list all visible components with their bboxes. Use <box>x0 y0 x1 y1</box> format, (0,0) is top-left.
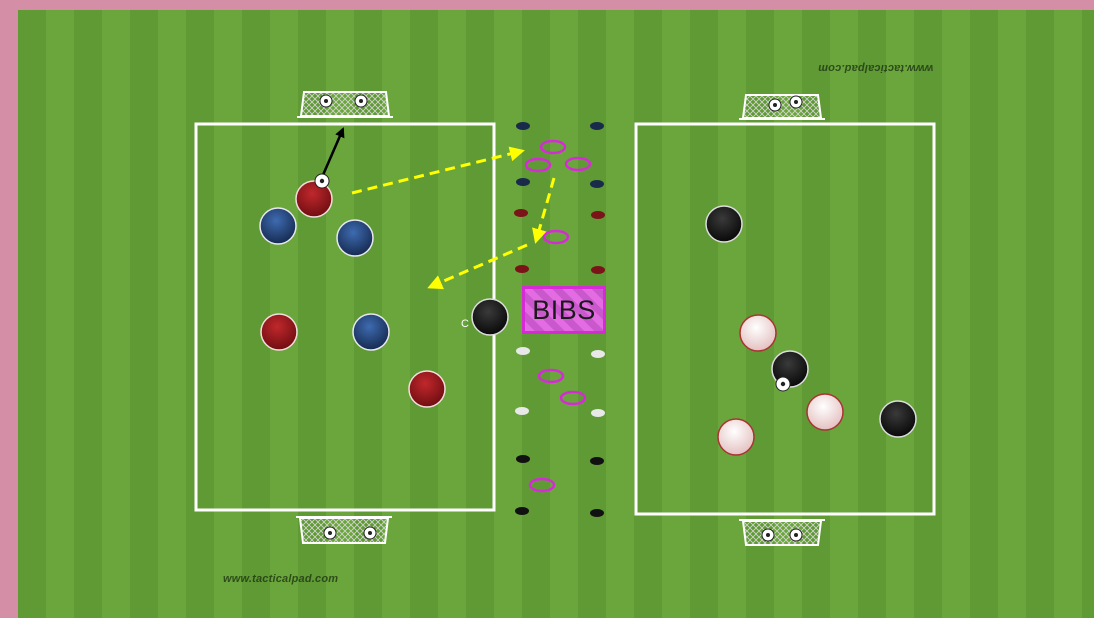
right-area-boundary <box>636 124 934 514</box>
goal-icon <box>739 95 825 119</box>
cone-icon <box>515 507 529 515</box>
player-blue <box>260 208 296 244</box>
cone-icon <box>591 409 605 417</box>
player-white <box>740 315 776 351</box>
cone-icon <box>516 122 530 130</box>
cone-icon <box>590 457 604 465</box>
goal-icon <box>296 517 392 543</box>
goal-icon <box>297 92 393 117</box>
shot-arrow <box>323 129 343 175</box>
ring-icon <box>530 479 554 491</box>
cone-icon <box>590 509 604 517</box>
ring-icon <box>539 370 563 382</box>
ring-icon <box>541 141 565 153</box>
player-red <box>261 314 297 350</box>
player-blue <box>337 220 373 256</box>
pass-arrow <box>352 151 522 193</box>
player-blue <box>353 314 389 350</box>
goal-icon <box>739 520 825 545</box>
cone-icon <box>515 407 529 415</box>
player-black <box>706 206 742 242</box>
cone-icon <box>516 347 530 355</box>
ring-icon <box>566 158 590 170</box>
cone-icon <box>514 209 528 217</box>
player-black <box>880 401 916 437</box>
ring-icon <box>561 392 585 404</box>
cone-icon <box>516 178 530 186</box>
watermark-top: www.tacticalpad.com <box>818 62 933 74</box>
cone-icon <box>591 350 605 358</box>
coach-player <box>472 299 508 335</box>
cone-icon <box>591 266 605 274</box>
cone-icon <box>591 211 605 219</box>
left-area-boundary <box>196 124 494 510</box>
cone-icon <box>515 265 529 273</box>
ring-icon <box>526 159 550 171</box>
player-white <box>807 394 843 430</box>
player-white <box>718 419 754 455</box>
cone-icon <box>590 122 604 130</box>
cone-icon <box>590 180 604 188</box>
coach-label: C <box>461 318 469 330</box>
player-red <box>409 371 445 407</box>
cone-icon <box>516 455 530 463</box>
pass-arrow <box>430 245 527 287</box>
watermark-bottom: www.tacticalpad.com <box>223 573 338 585</box>
ring-icon <box>544 231 568 243</box>
bibs-box: BIBS <box>522 286 606 334</box>
bibs-label: BIBS <box>532 295 596 326</box>
